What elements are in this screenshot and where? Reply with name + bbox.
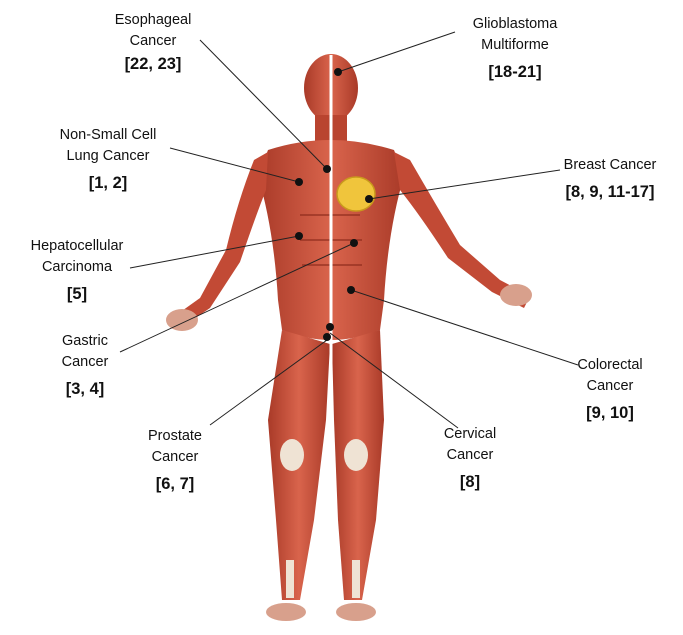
label-references: [9, 10] [545,401,675,425]
human-figure [166,54,532,625]
marker-glioblastoma [334,68,342,76]
label-references: [6, 7] [120,472,230,496]
label-name: Glioblastoma [445,14,585,35]
leader-glioblastoma [338,32,455,72]
label-name: Cancer [40,352,130,373]
marker-gastric [350,239,358,247]
label-esophageal-cancer: Esophageal Cancer [22, 23] [88,10,218,76]
label-references: [5] [2,282,152,306]
marker-colorectal [347,286,355,294]
marker-breast [365,195,373,203]
label-name: Cancer [88,31,218,52]
left-hand [500,284,532,306]
label-name: Gastric [40,331,130,352]
label-references: [22, 23] [88,52,218,76]
left-arm [394,152,530,308]
label-name: Colorectal [545,355,675,376]
label-breast-cancer: Breast Cancer [8, 9, 11-17] [540,155,680,204]
left-foot [336,603,376,621]
label-cervical-cancer: Cervical Cancer [8] [415,424,525,494]
label-name: Lung Cancer [20,146,196,167]
breast-tissue [337,177,375,211]
label-name: Cancer [120,447,230,468]
marker-esophageal [323,165,331,173]
label-glioblastoma-multiforme: Glioblastoma Multiforme [18-21] [445,14,585,84]
label-hepatocellular-carcinoma: Hepatocellular Carcinoma [5] [2,236,152,306]
label-references: [3, 4] [40,377,130,401]
label-colorectal-cancer: Colorectal Cancer [9, 10] [545,355,675,425]
marker-hcc [295,232,303,240]
label-name: Hepatocellular [2,236,152,257]
marker-prostate [323,333,331,341]
label-name: Cervical [415,424,525,445]
label-references: [18-21] [445,60,585,84]
label-name: Prostate [120,426,230,447]
label-name: Breast Cancer [540,155,680,176]
label-name: Cancer [415,445,525,466]
label-references: [1, 2] [20,171,196,195]
marker-cervical [326,323,334,331]
label-nsclc: Non-Small Cell Lung Cancer [1, 2] [20,125,196,195]
label-name: Cancer [545,376,675,397]
label-name: Non-Small Cell [20,125,196,146]
marker-nsclc [295,178,303,186]
label-name: Carcinoma [2,257,152,278]
right-foot [266,603,306,621]
label-gastric-cancer: Gastric Cancer [3, 4] [40,331,130,401]
label-references: [8, 9, 11-17] [540,180,680,204]
right-hand [166,309,198,331]
label-name: Esophageal [88,10,218,31]
label-references: [8] [415,470,525,494]
label-prostate-cancer: Prostate Cancer [6, 7] [120,426,230,496]
leader-colorectal [351,290,578,365]
label-name: Multiforme [445,35,585,56]
